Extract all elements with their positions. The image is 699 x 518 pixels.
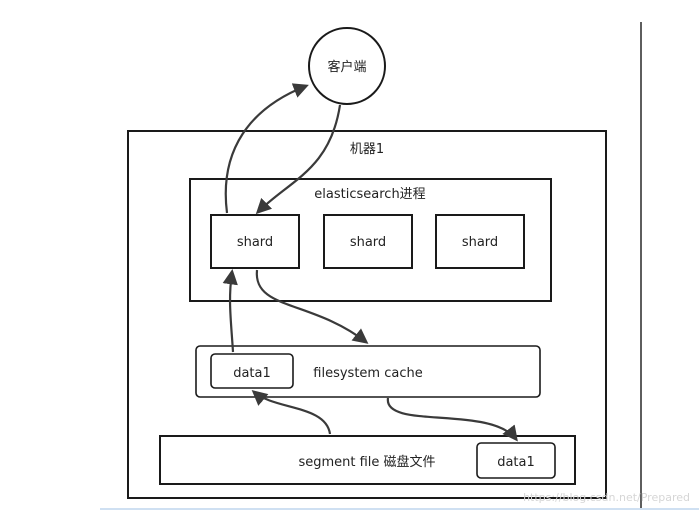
arrow-cache-to-shard	[222, 268, 238, 353]
arrow-shard-to-cache	[255, 269, 369, 344]
watermark-text: https://blog.csdn.net/Prepared	[523, 491, 690, 504]
shard-box-3	[435, 214, 525, 269]
shard-label-2: shard	[350, 235, 386, 250]
segment-file-label: segment file 磁盘文件	[298, 454, 435, 470]
arrow-cache-to-segment	[386, 397, 518, 442]
shard-label-1: shard	[237, 235, 273, 250]
shard-box-1	[210, 214, 300, 269]
segment-data1-label: data1	[497, 455, 535, 470]
cache-data1-box	[210, 353, 294, 389]
arrow-shard-to-client	[224, 83, 309, 214]
client-circle	[308, 27, 386, 105]
arrow-segment-to-cache	[251, 389, 332, 435]
shard-box-2	[323, 214, 413, 269]
filesystem-cache-label: filesystem cache	[313, 366, 422, 381]
cache-data1-label: data1	[233, 366, 271, 381]
client-label: 客户端	[327, 59, 366, 75]
shard-label-3: shard	[462, 235, 498, 250]
machine-label: 机器1	[350, 142, 384, 157]
arrow-client-to-shard	[255, 104, 342, 215]
es-process-label: elasticsearch进程	[314, 187, 425, 202]
segment-data1-box	[476, 442, 556, 479]
